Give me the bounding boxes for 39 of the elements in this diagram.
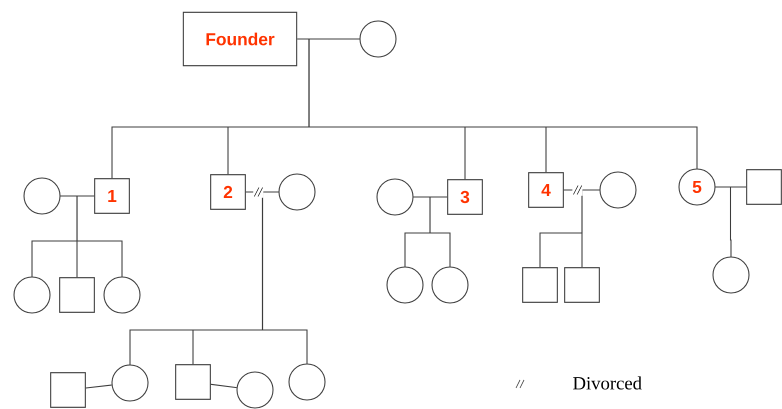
marriage-line: [297, 38, 360, 40]
person-circle: [431, 266, 469, 304]
person-square: 1: [94, 178, 130, 214]
marriage-line: [564, 189, 600, 191]
descent-line: [308, 39, 698, 168]
person-circle: [111, 364, 149, 402]
person-circle: [278, 173, 316, 211]
legend-text: Divorced: [573, 376, 642, 390]
marriage-line: [60, 195, 94, 197]
person-circle: [236, 371, 274, 409]
person-square: [522, 267, 558, 303]
person-circle: [599, 171, 637, 209]
person-square: [50, 372, 86, 408]
descent-line: [76, 196, 123, 276]
person-square: 3: [447, 179, 483, 215]
divorce-mark: //: [253, 186, 264, 198]
person-circle: [288, 363, 326, 401]
marriage-line: [246, 191, 278, 193]
person-square: [59, 277, 95, 313]
founder-box: Founder: [182, 12, 298, 66]
person-circle: [712, 256, 750, 294]
person-square: 4: [528, 172, 564, 208]
person-square: [746, 169, 782, 205]
person-circle: [359, 20, 397, 58]
person-circle: [103, 276, 141, 314]
divorce-mark: //: [572, 184, 582, 196]
marriage-line: [414, 196, 448, 198]
person-square: [564, 267, 600, 303]
marriage-line: [86, 384, 112, 388]
marriage-line: [716, 186, 746, 188]
person-square: [175, 364, 211, 400]
person-circle: [376, 178, 414, 216]
person-circle: [13, 276, 51, 314]
descent-line: [730, 187, 732, 256]
person-circle: [386, 266, 424, 304]
marriage-line: [210, 384, 237, 388]
person-circle: [23, 177, 61, 215]
person-square: 2: [210, 174, 246, 210]
descent-line: [429, 197, 451, 266]
